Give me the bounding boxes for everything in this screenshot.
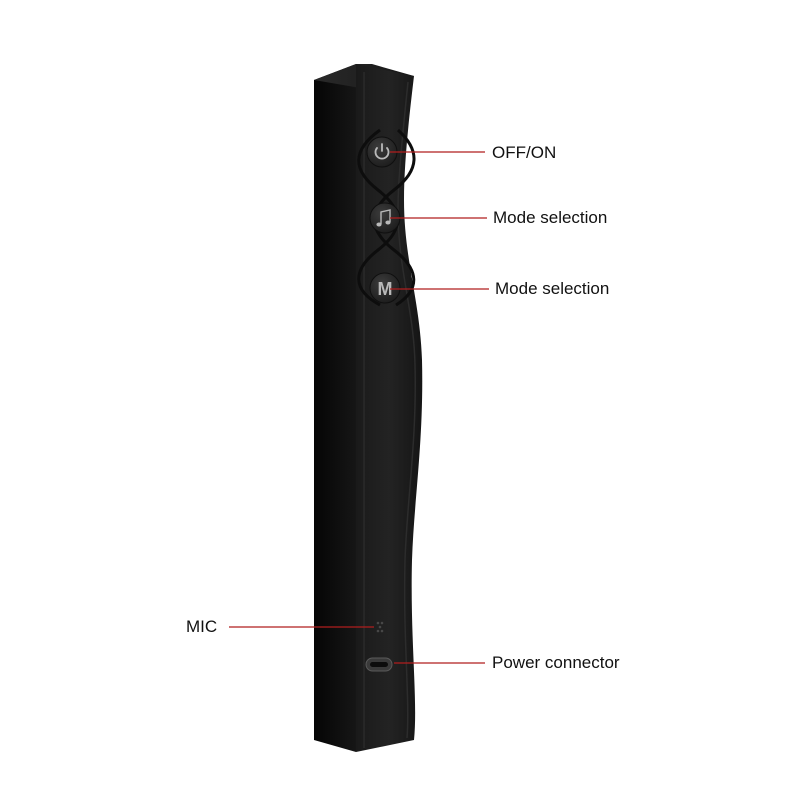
- usb-c-port-icon[interactable]: [365, 657, 393, 672]
- device-body: [314, 64, 423, 752]
- leader-lines: [229, 151, 489, 664]
- label-mode-selection-m: Mode selection: [495, 279, 610, 298]
- power-button[interactable]: [366, 136, 398, 168]
- device-side-face: [314, 64, 356, 752]
- label-mic: MIC: [186, 617, 218, 636]
- m-letter-icon: M: [378, 279, 393, 299]
- power-icon: [374, 143, 390, 160]
- device-front-face: [356, 64, 423, 752]
- music-mode-button[interactable]: [369, 202, 401, 234]
- label-power-connector: Power connector: [492, 653, 620, 672]
- label-off-on: OFF/ON: [492, 143, 557, 162]
- label-mode-selection-music: Mode selection: [493, 208, 608, 227]
- music-note-icon: [376, 209, 391, 227]
- mic-hole-icon: [376, 621, 384, 633]
- m-mode-button[interactable]: M: [369, 272, 401, 304]
